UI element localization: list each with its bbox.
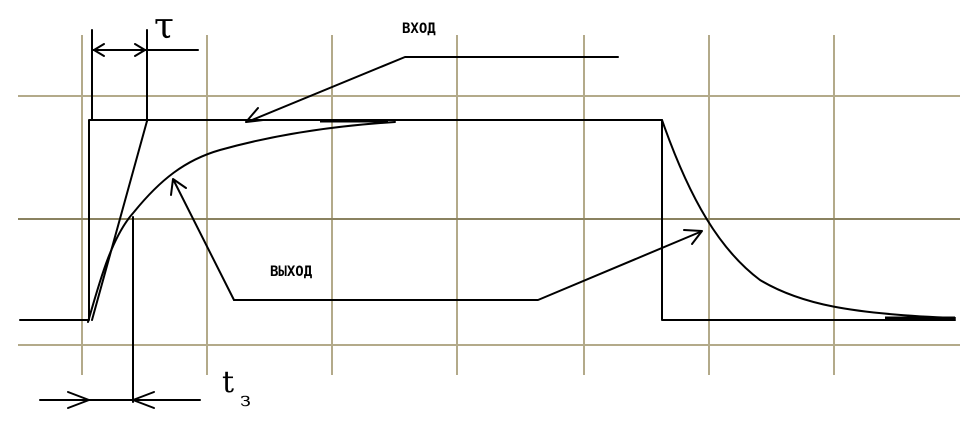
output-signal-curve [87, 121, 396, 323]
input-leader-line [251, 56, 619, 121]
tau-arrow-right [124, 43, 146, 57]
output-leader-arrowhead-right [683, 229, 703, 245]
output-leader-arrowhead-left [170, 178, 187, 196]
tau-tangent-line [91, 120, 148, 321]
background-grid [18, 35, 960, 375]
delay-time-subscript: з [240, 387, 251, 411]
output-label: ВЫХОД [270, 264, 313, 280]
delay-dimension-arrow [67, 391, 155, 409]
input-leader-arrowhead [245, 107, 264, 123]
tau-arrow-left [93, 43, 115, 57]
output-leader-line-left [173, 180, 235, 301]
delay-arrow-right [132, 391, 155, 409]
output-leader-line-right [233, 231, 701, 301]
delay-time-symbol: t [222, 365, 234, 400]
output-signal-decay [661, 119, 956, 319]
tau-dimension-arrow [93, 43, 146, 57]
tau-symbol: τ [154, 6, 174, 47]
delay-arrow-left [67, 391, 90, 409]
input-label: ВХОД [402, 21, 436, 37]
